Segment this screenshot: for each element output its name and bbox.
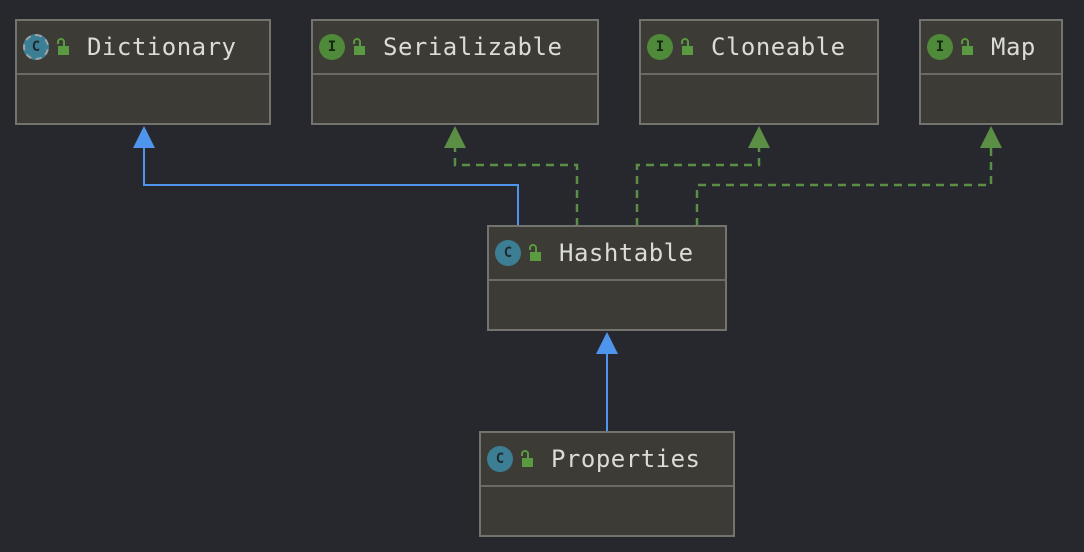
- edge-arrowhead-serializable: [444, 126, 466, 148]
- node-map-header: I Map: [921, 21, 1061, 75]
- open-lock-icon: [351, 37, 369, 57]
- edge-arrowhead-hashtable: [596, 332, 618, 354]
- node-serializable-header: I Serializable: [313, 21, 597, 75]
- interface-icon: I: [319, 34, 345, 60]
- node-map[interactable]: I Map: [919, 19, 1063, 125]
- edge-hashtable-extends-dictionary: [143, 145, 519, 226]
- edge-arrowhead-cloneable: [748, 126, 770, 148]
- edge-hashtable-implements-map: [695, 145, 993, 226]
- edge-hashtable-implements-serializable: [453, 145, 579, 226]
- abstract-class-icon: C: [23, 34, 49, 60]
- node-title: Map: [991, 33, 1036, 61]
- node-properties-header: C Properties: [481, 433, 733, 487]
- node-properties[interactable]: C Properties: [479, 431, 735, 537]
- open-lock-icon: [55, 37, 73, 57]
- open-lock-icon: [959, 37, 977, 57]
- node-cloneable-header: I Cloneable: [641, 21, 877, 75]
- node-title: Dictionary: [87, 33, 237, 61]
- node-title: Properties: [551, 445, 701, 473]
- node-dictionary-header: C Dictionary: [17, 21, 269, 75]
- node-title: Hashtable: [559, 239, 694, 267]
- open-lock-icon: [527, 243, 545, 263]
- edge-arrowhead-dictionary: [133, 126, 155, 148]
- node-hashtable-header: C Hashtable: [489, 227, 725, 281]
- node-title: Cloneable: [711, 33, 846, 61]
- node-title: Serializable: [383, 33, 563, 61]
- class-icon: C: [495, 240, 521, 266]
- open-lock-icon: [679, 37, 697, 57]
- node-dictionary[interactable]: C Dictionary: [15, 19, 271, 125]
- node-cloneable[interactable]: I Cloneable: [639, 19, 879, 125]
- node-hashtable[interactable]: C Hashtable: [487, 225, 727, 331]
- open-lock-icon: [519, 449, 537, 469]
- class-icon: C: [487, 446, 513, 472]
- edge-arrowhead-map: [980, 126, 1002, 148]
- node-serializable[interactable]: I Serializable: [311, 19, 599, 125]
- interface-icon: I: [927, 34, 953, 60]
- interface-icon: I: [647, 34, 673, 60]
- edge-hashtable-implements-cloneable: [635, 145, 761, 226]
